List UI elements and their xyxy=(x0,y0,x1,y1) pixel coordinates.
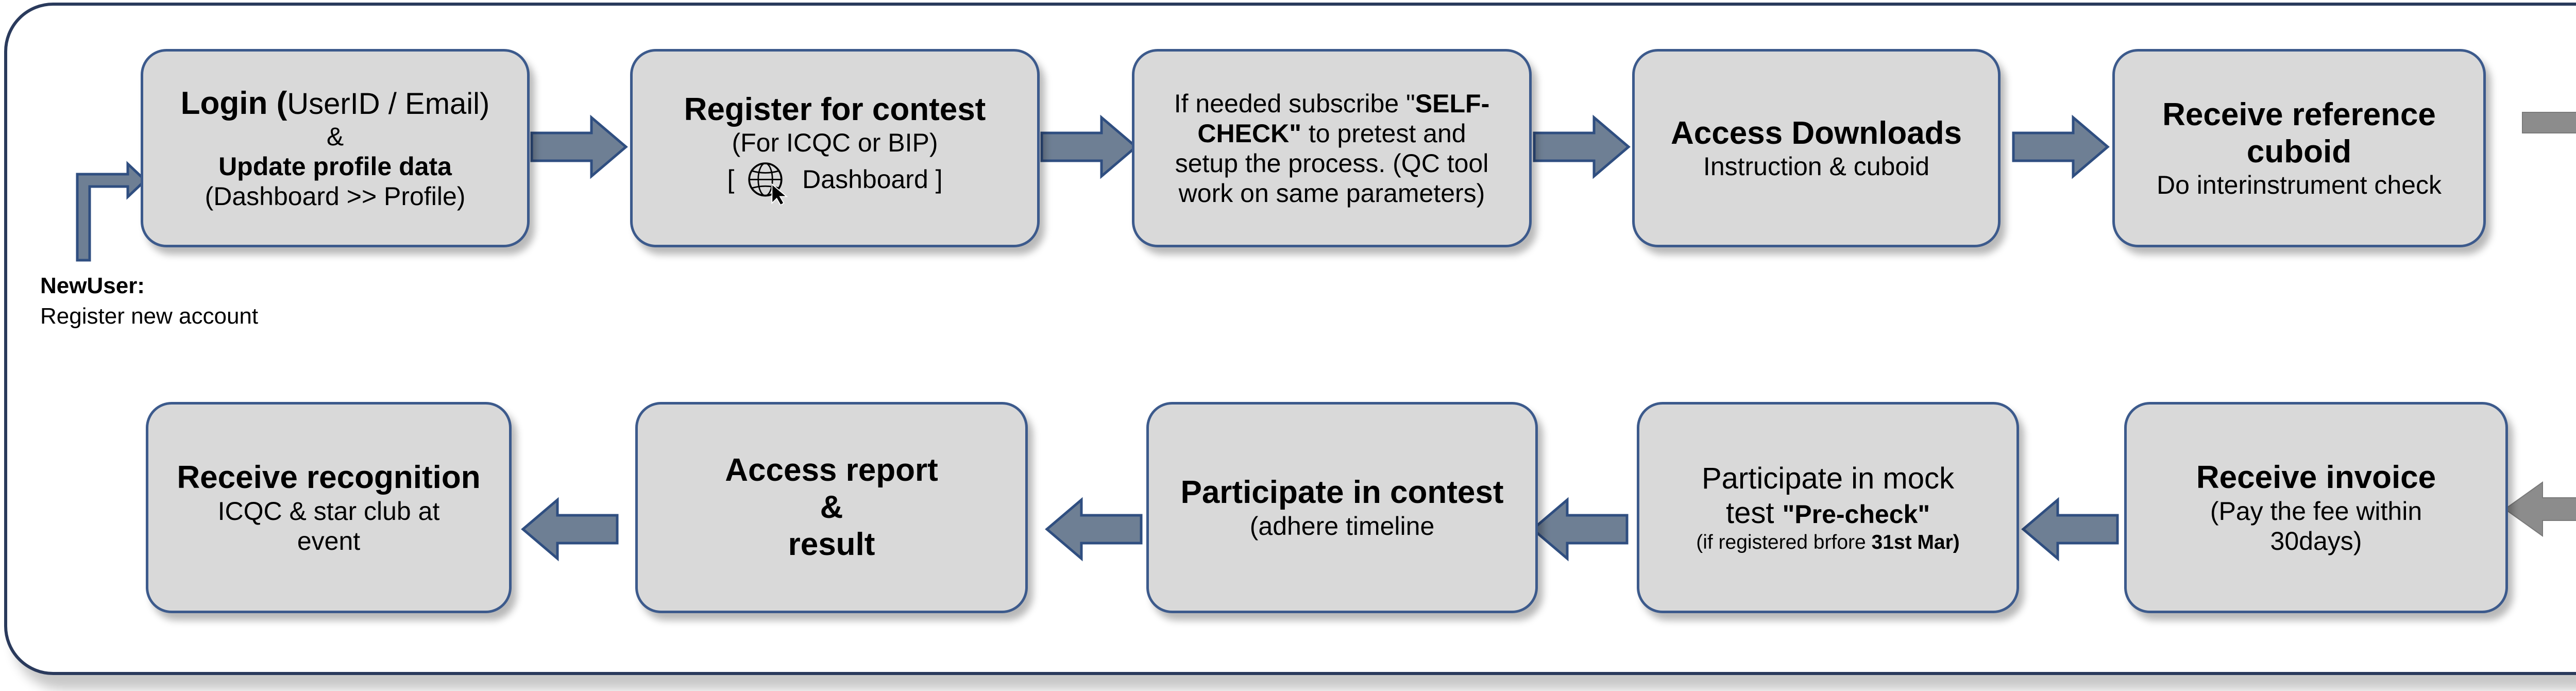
mock-line2a: test xyxy=(1725,496,1783,530)
arrow-downloads-to-reference xyxy=(2012,114,2110,179)
selfcheck-line2: CHECK" to pretest and xyxy=(1197,119,1466,148)
mock-line2b: "Pre-check" xyxy=(1782,500,1930,529)
invoice-detail1: (Pay the fee within xyxy=(2210,496,2422,526)
mock-line2: test "Pre-check" xyxy=(1726,496,1930,530)
step-report: Access report & result xyxy=(635,402,1028,613)
recognition-detail1: ICQC & star club at xyxy=(217,496,440,526)
entry-arrow xyxy=(76,161,147,262)
new-user-text: Register new account xyxy=(40,304,259,329)
new-user-note: NewUser: Register new account xyxy=(40,271,258,332)
downloads-detail: Instruction & cuboid xyxy=(1703,152,1930,181)
selfcheck-t1b: SELF- xyxy=(1415,89,1490,118)
contest-detail: (adhere timeline xyxy=(1249,511,1435,541)
step-login: Login (UserID / Email) & Update profile … xyxy=(141,49,530,247)
arrow-mock-to-contest xyxy=(1531,497,1629,562)
globe-cursor-icon xyxy=(748,162,788,206)
invoice-title: Receive invoice xyxy=(2196,460,2436,496)
mock-line3a: (if registered brfore xyxy=(1696,531,1872,553)
new-user-title: NewUser: xyxy=(40,273,145,298)
step-contest: Participate in contest (adhere timeline xyxy=(1146,402,1538,613)
reference-title1: Receive reference xyxy=(2162,96,2436,132)
login-amp: & xyxy=(326,122,344,151)
arrow-report-to-recognition xyxy=(521,497,619,562)
contest-title: Participate in contest xyxy=(1180,475,1504,511)
login-title-a: Login ( xyxy=(180,85,287,121)
selfcheck-t1: If needed subscribe " xyxy=(1174,89,1415,118)
report-line1: Access report xyxy=(725,452,938,488)
register-dashboard: [ Dashboard ] xyxy=(727,158,943,206)
invoice-detail2: 30days) xyxy=(2270,526,2362,555)
login-subtitle: Update profile data xyxy=(218,152,452,181)
step-reference: Receive reference cuboid Do interinstrum… xyxy=(2112,49,2486,247)
recognition-title: Receive recognition xyxy=(177,460,481,496)
step-selfcheck: If needed subscribe "SELF- CHECK" to pre… xyxy=(1132,49,1532,247)
report-line2: & xyxy=(820,490,843,526)
selfcheck-t2b: CHECK" xyxy=(1197,119,1301,148)
mock-line1: Participate in mock xyxy=(1702,462,1954,496)
arrow-register-to-selfcheck xyxy=(1040,114,1138,179)
step-mock: Participate in mock test "Pre-check" (if… xyxy=(1637,402,2019,613)
reference-title2: cuboid xyxy=(2246,133,2352,170)
mock-line3b: 31st Mar) xyxy=(1871,531,1960,553)
mock-line3: (if registered brfore 31st Mar) xyxy=(1696,531,1960,554)
arrow-invoice-to-mock xyxy=(2021,497,2119,562)
step-register: Register for contest (For ICQC or BIP) [… xyxy=(630,49,1040,247)
step-recognition: Receive recognition ICQC & star club at … xyxy=(146,402,512,613)
reference-detail: Do interinstrument check xyxy=(2156,171,2442,200)
selfcheck-line4: work on same parameters) xyxy=(1178,178,1485,208)
selfcheck-line1: If needed subscribe "SELF- xyxy=(1174,89,1489,119)
arrow-login-to-register xyxy=(530,114,628,179)
downloads-title: Access Downloads xyxy=(1670,115,1962,151)
login-detail: (Dashboard >> Profile) xyxy=(205,182,466,211)
selfcheck-line3: setup the process. (QC tool xyxy=(1175,148,1489,178)
connector-reference-to-invoice xyxy=(2504,112,2576,537)
register-detail: (For ICQC or BIP) xyxy=(732,128,938,158)
arrow-contest-to-report xyxy=(1045,497,1143,562)
register-bracket: [ xyxy=(727,165,735,194)
register-title: Register for contest xyxy=(684,91,986,127)
selfcheck-t2: to pretest and xyxy=(1301,119,1466,148)
login-title: Login (UserID / Email) xyxy=(181,85,490,122)
login-title-b: UserID / Email) xyxy=(287,87,490,121)
recognition-detail2: event xyxy=(297,526,361,555)
step-invoice: Receive invoice (Pay the fee within 30da… xyxy=(2124,402,2508,613)
report-line3: result xyxy=(788,526,875,562)
step-downloads: Access Downloads Instruction & cuboid xyxy=(1632,49,2001,247)
arrow-selfcheck-to-downloads xyxy=(1533,114,1631,179)
register-dashboard-label: Dashboard ] xyxy=(802,165,943,194)
